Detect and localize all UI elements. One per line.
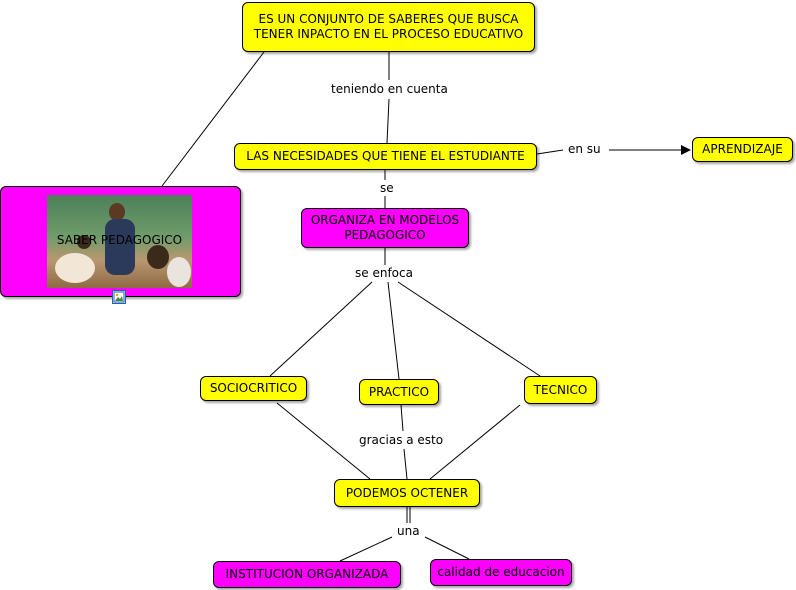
node-sociocritico-text: SOCIOCRITICO	[209, 381, 298, 395]
node-saber-text: SABER PEDAGOGICO	[56, 233, 183, 247]
node-root[interactable]: ES UN CONJUNTO DE SABERES QUE BUSCA TENE…	[242, 2, 535, 52]
link-label-se[interactable]: se	[378, 181, 396, 195]
line-teniendo-necesidades	[386, 98, 390, 144]
node-organiza-text: ORGANIZA EN MODELOS PEDAGOGICO	[310, 213, 460, 242]
line-tecnico-podemos	[429, 404, 521, 480]
line-gracias-podemos	[403, 448, 408, 480]
node-aprendizaje[interactable]: APRENDIZAJE	[692, 137, 793, 162]
line-root-saber	[161, 51, 265, 187]
node-organiza[interactable]: ORGANIZA EN MODELOS PEDAGOGICO	[301, 208, 469, 248]
node-necesidades-text: LAS NECESIDADES QUE TIENE EL ESTUDIANTE	[246, 149, 525, 163]
node-podemos[interactable]: PODEMOS OCTENER	[334, 479, 480, 507]
node-root-text: ES UN CONJUNTO DE SABERES QUE BUSCA TENE…	[253, 12, 524, 41]
line-practico-gracias	[400, 404, 404, 432]
line-enfoca-tecnico	[397, 281, 541, 377]
link-label-gracias[interactable]: gracias a esto	[357, 433, 446, 447]
link-label-en-su[interactable]: en su	[566, 142, 603, 156]
node-practico-text: PRACTICO	[368, 384, 430, 399]
line-necesidades-ensu	[536, 149, 564, 155]
link-label-una[interactable]: una	[395, 524, 422, 538]
node-podemos-text: PODEMOS OCTENER	[345, 485, 469, 500]
line-enfoca-socio	[269, 281, 373, 377]
image-icon[interactable]	[112, 290, 126, 304]
node-tecnico[interactable]: TECNICO	[524, 376, 597, 404]
node-aprendizaje-text: APRENDIZAJE	[702, 142, 783, 156]
node-necesidades[interactable]: LAS NECESIDADES QUE TIENE EL ESTUDIANTE	[234, 143, 537, 170]
link-label-teniendo[interactable]: teniendo en cuenta	[329, 82, 450, 96]
node-calidad[interactable]: calidad de educacion	[430, 559, 572, 586]
line-socio-podemos	[276, 402, 371, 480]
line-enfoca-practico	[387, 281, 400, 380]
link-label-se-enfoca[interactable]: se enfoca	[353, 266, 415, 280]
node-practico[interactable]: PRACTICO	[359, 379, 439, 405]
node-calidad-text: calidad de educacion	[437, 565, 565, 579]
node-institucion[interactable]: INSTITUCION ORGANIZADA	[213, 561, 401, 588]
classroom-photo: SABER PEDAGOGICO	[47, 195, 192, 288]
line-una-calidad	[424, 536, 470, 560]
node-institucion-text: INSTITUCION ORGANIZADA	[225, 567, 389, 581]
node-tecnico-text: TECNICO	[533, 382, 588, 397]
node-sociocritico[interactable]: SOCIOCRITICO	[200, 376, 307, 401]
line-una-institucion	[339, 536, 393, 562]
